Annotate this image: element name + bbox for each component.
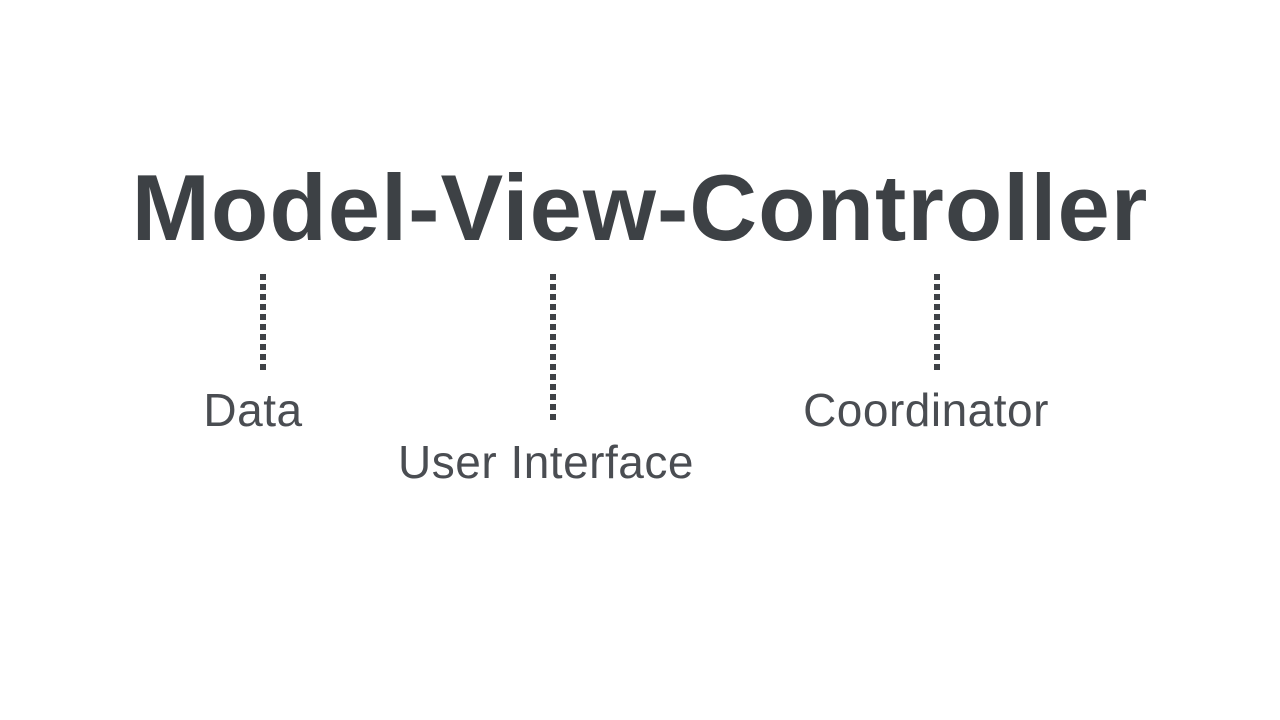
dotted-connector-view [550, 274, 556, 420]
annotation-view-user-interface: User Interface [398, 436, 694, 488]
annotation-controller-coordinator: Coordinator [803, 384, 1049, 436]
dotted-connector-model [260, 274, 266, 372]
dotted-connector-controller [934, 274, 940, 370]
diagram-title: Model-View-Controller [131, 155, 1149, 260]
annotation-model-data: Data [203, 384, 303, 436]
